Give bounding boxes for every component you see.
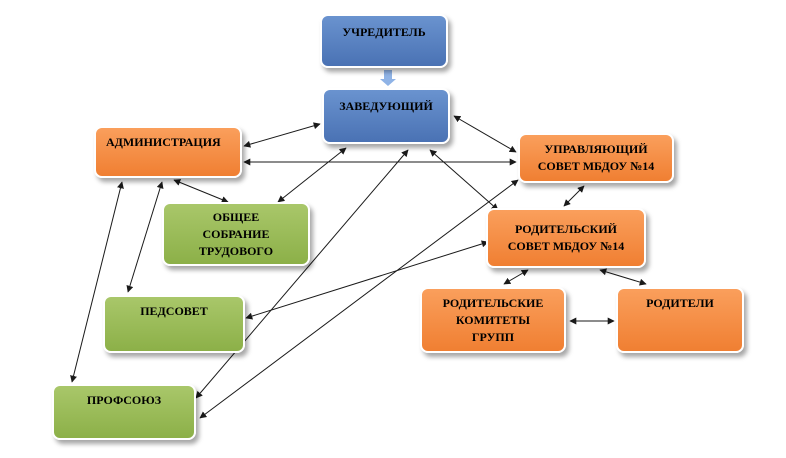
node-parent-council: РОДИТЕЛЬСКИЙ СОВЕТ МБДОУ №14 [486, 208, 646, 268]
node-parents: РОДИТЕЛИ [616, 287, 744, 353]
node-head: ЗАВЕДУЮЩИЙ [322, 88, 450, 144]
node-founder: УЧРЕДИТЕЛЬ [320, 14, 448, 68]
node-label-line: РОДИТЕЛИ [646, 296, 714, 310]
connector-parentc-parents [599, 268, 647, 286]
connector-admin-head [243, 122, 321, 148]
node-label-line: ЗАВЕДУЮЩИЙ [339, 99, 433, 113]
node-label-line: ТРУДОВОГО [198, 243, 274, 258]
node-label-line: ОБЩЕЕ [212, 209, 260, 224]
connector-head-union [195, 149, 409, 399]
node-label-line: КОМИТЕТЫ [455, 312, 531, 327]
node-trade-union: ПРОФСОЮЗ [52, 384, 196, 440]
connector-parentc-ped [245, 240, 489, 320]
node-label-line: РОДИТЕЛЬСКИЙ [514, 222, 618, 236]
node-parent-committees: РОДИТЕЛЬСКИЕ КОМИТЕТЫ ГРУПП [420, 287, 566, 353]
node-administration: АДМИНИСТРАЦИЯ [94, 126, 242, 178]
node-label-line: УЧРЕДИТЕЛЬ [342, 25, 426, 39]
connector-admin-ped [126, 181, 164, 293]
connector-head-meeting [277, 147, 347, 203]
node-pedagogical-council: ПЕДСОВЕТ [103, 295, 245, 353]
connector-admin-union [70, 181, 124, 383]
connector-admin-meeting [173, 179, 229, 203]
node-label-line: РОДИТЕЛЬСКИЕ [442, 295, 544, 310]
node-label-line: ПЕДСОВЕТ [140, 304, 208, 318]
node-label-line: УПРАВЛЯЮЩИЙ [544, 142, 648, 156]
connector-founder-head [380, 70, 396, 86]
connector-parentc-groups [503, 269, 529, 285]
node-label-line: СОВЕТ МБДОУ №14 [537, 159, 655, 173]
node-label-line: ПРОФСОЮЗ [86, 393, 162, 407]
node-label-line: ГРУПП [471, 329, 515, 344]
connector-council-parentc [563, 185, 585, 207]
node-general-meeting: ОБЩЕЕ СОБРАНИЕ ТРУДОВОГО [162, 202, 310, 266]
node-governing-council: УПРАВЛЯЮЩИЙ СОВЕТ МБДОУ №14 [518, 133, 674, 183]
connector-head-council [453, 115, 517, 153]
connector-head-parentc [429, 149, 499, 211]
node-label-line: СОВЕТ МБДОУ №14 [507, 239, 625, 253]
node-label-line: АДМИНИСТРАЦИЯ [106, 135, 221, 149]
node-label-line: СОБРАНИЕ [202, 226, 270, 241]
